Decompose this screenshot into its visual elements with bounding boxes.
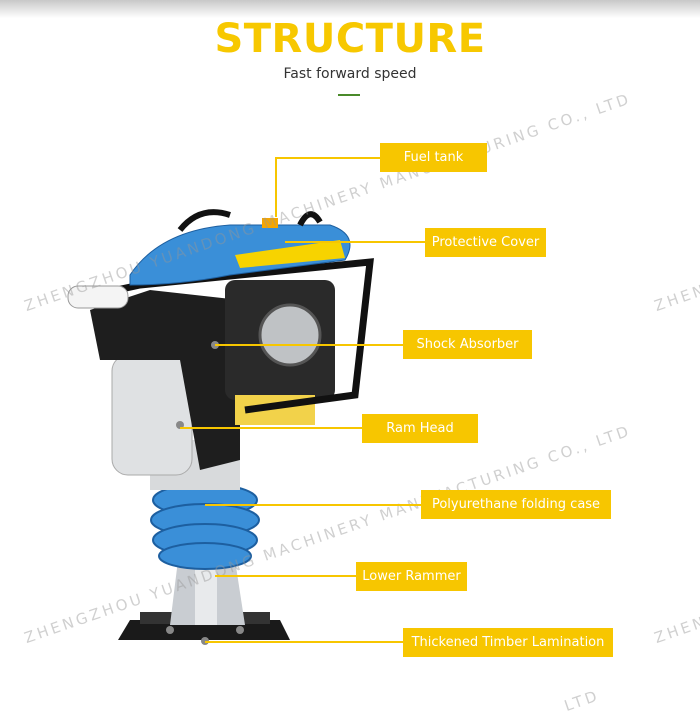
callout-line-shock-absorber: [215, 344, 403, 346]
label-polyurethane-folding-case: Polyurethane folding case: [421, 490, 611, 519]
label-shock-absorber: Shock Absorber: [403, 330, 532, 359]
callout-line-polyurethane: [205, 504, 421, 506]
tamping-rammer-image: [67, 209, 374, 645]
label-lower-rammer: Lower Rammer: [356, 562, 467, 591]
label-thickened-timber-lamination: Thickened Timber Lamination: [403, 628, 613, 657]
callout-line-fuel-tank: [275, 157, 380, 159]
label-ram-head: Ram Head: [362, 414, 478, 443]
callout-line-timber-lamination: [205, 641, 403, 643]
page-title: STRUCTURE: [214, 16, 486, 62]
top-shadow: [0, 0, 700, 18]
callout-line-lower-rammer: [215, 575, 356, 577]
title-underline: [338, 94, 360, 96]
label-protective-cover: Protective Cover: [425, 228, 546, 257]
callout-line-protective-cover: [285, 241, 425, 243]
callout-line-fuel-tank: [275, 157, 277, 217]
label-fuel-tank: Fuel tank: [380, 143, 487, 172]
callout-line-ram-head: [180, 427, 362, 429]
page-subtitle: Fast forward speed: [283, 66, 417, 82]
